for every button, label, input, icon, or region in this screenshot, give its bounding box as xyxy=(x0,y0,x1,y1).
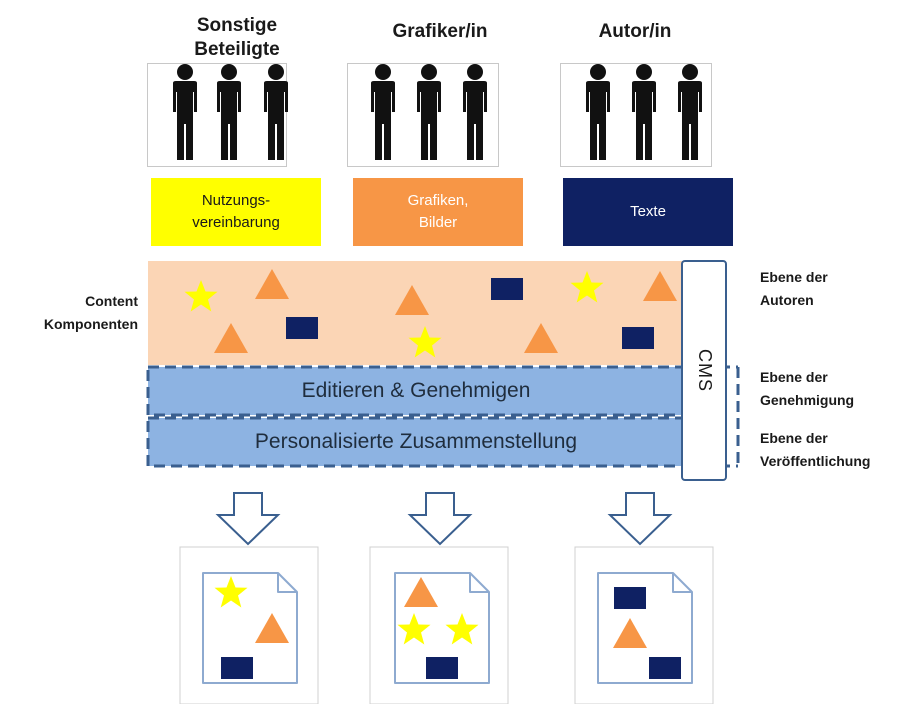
tag-nutzungsvereinbarung-text: Nutzungs- vereinbarung xyxy=(192,192,280,231)
column-title-autor: Autor/in xyxy=(598,21,672,42)
square-icon xyxy=(221,657,253,679)
person-icon xyxy=(586,64,610,160)
square-icon xyxy=(491,278,523,300)
person-icon xyxy=(678,64,702,160)
column-title-grafiker: Grafiker/in xyxy=(392,21,488,42)
square-icon xyxy=(649,657,681,679)
cms-box xyxy=(681,260,727,481)
level-authors-label: Ebene der Autoren xyxy=(760,269,828,308)
square-icon xyxy=(622,327,654,349)
person-icon xyxy=(371,64,395,160)
person-icon xyxy=(264,64,288,160)
square-icon xyxy=(426,657,458,679)
square-icon xyxy=(286,317,318,339)
tag-bg-orange xyxy=(353,178,523,246)
down-arrow-icon xyxy=(217,492,279,545)
person-icon xyxy=(417,64,441,160)
tag-texte-text: Texte xyxy=(630,203,666,220)
cms-label: CMS xyxy=(682,261,726,480)
tag-bg-yellow xyxy=(151,178,321,246)
person-icon xyxy=(463,64,487,160)
down-arrow-icon xyxy=(609,492,671,545)
band-edit-approve-text: Editieren & Genehmigen xyxy=(301,379,531,402)
level-approval-label: Ebene der Genehmigung xyxy=(760,369,855,408)
content-components-label: Content Komponenten xyxy=(43,293,138,332)
tag-bg-navy xyxy=(563,178,733,246)
tag-grafiken-bilder-text: Grafiken, Bilder xyxy=(407,192,469,231)
level-publication-label: Ebene der Veröffentlichung xyxy=(760,430,871,469)
column-title-sonstige: Sonstige Beteiligte xyxy=(194,15,280,60)
cms-label-text: CMS xyxy=(694,349,715,392)
square-icon xyxy=(614,587,646,609)
output-frame xyxy=(369,546,509,704)
down-arrow-icon xyxy=(409,492,471,545)
person-icon xyxy=(173,64,197,160)
band-personalized-assembly-text: Personalisierte Zusammenstellung xyxy=(254,430,578,453)
output-frame xyxy=(179,546,319,704)
person-icon xyxy=(632,64,656,160)
person-icon xyxy=(217,64,241,160)
people-box-sonstige xyxy=(147,63,287,167)
output-frame xyxy=(574,546,714,704)
